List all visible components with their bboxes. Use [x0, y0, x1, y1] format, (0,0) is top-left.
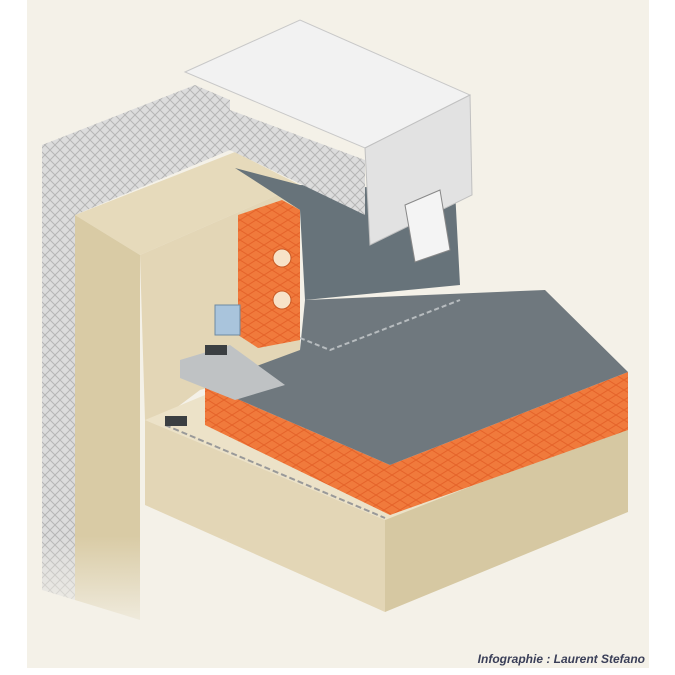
slab-right-face	[385, 425, 628, 612]
fixing-pad	[165, 416, 187, 426]
roof-membrane	[205, 290, 628, 465]
fade-overlay	[27, 380, 227, 640]
coping-front	[364, 94, 473, 246]
coping-inner-insulation	[230, 110, 365, 215]
membrane-seam	[299, 299, 461, 352]
insulation-right-face	[390, 372, 628, 515]
fixing-pad	[205, 345, 227, 355]
image-credit: Infographie : Laurent Stefano	[477, 652, 645, 666]
insulation-front-face	[205, 385, 390, 515]
fixing-icon	[272, 248, 292, 268]
bracket	[214, 304, 241, 336]
fixing-icon	[272, 290, 292, 310]
wall-top	[75, 152, 300, 255]
insulation-upstand	[238, 200, 300, 348]
metal-angle	[180, 345, 285, 400]
coping-clip	[404, 189, 451, 263]
